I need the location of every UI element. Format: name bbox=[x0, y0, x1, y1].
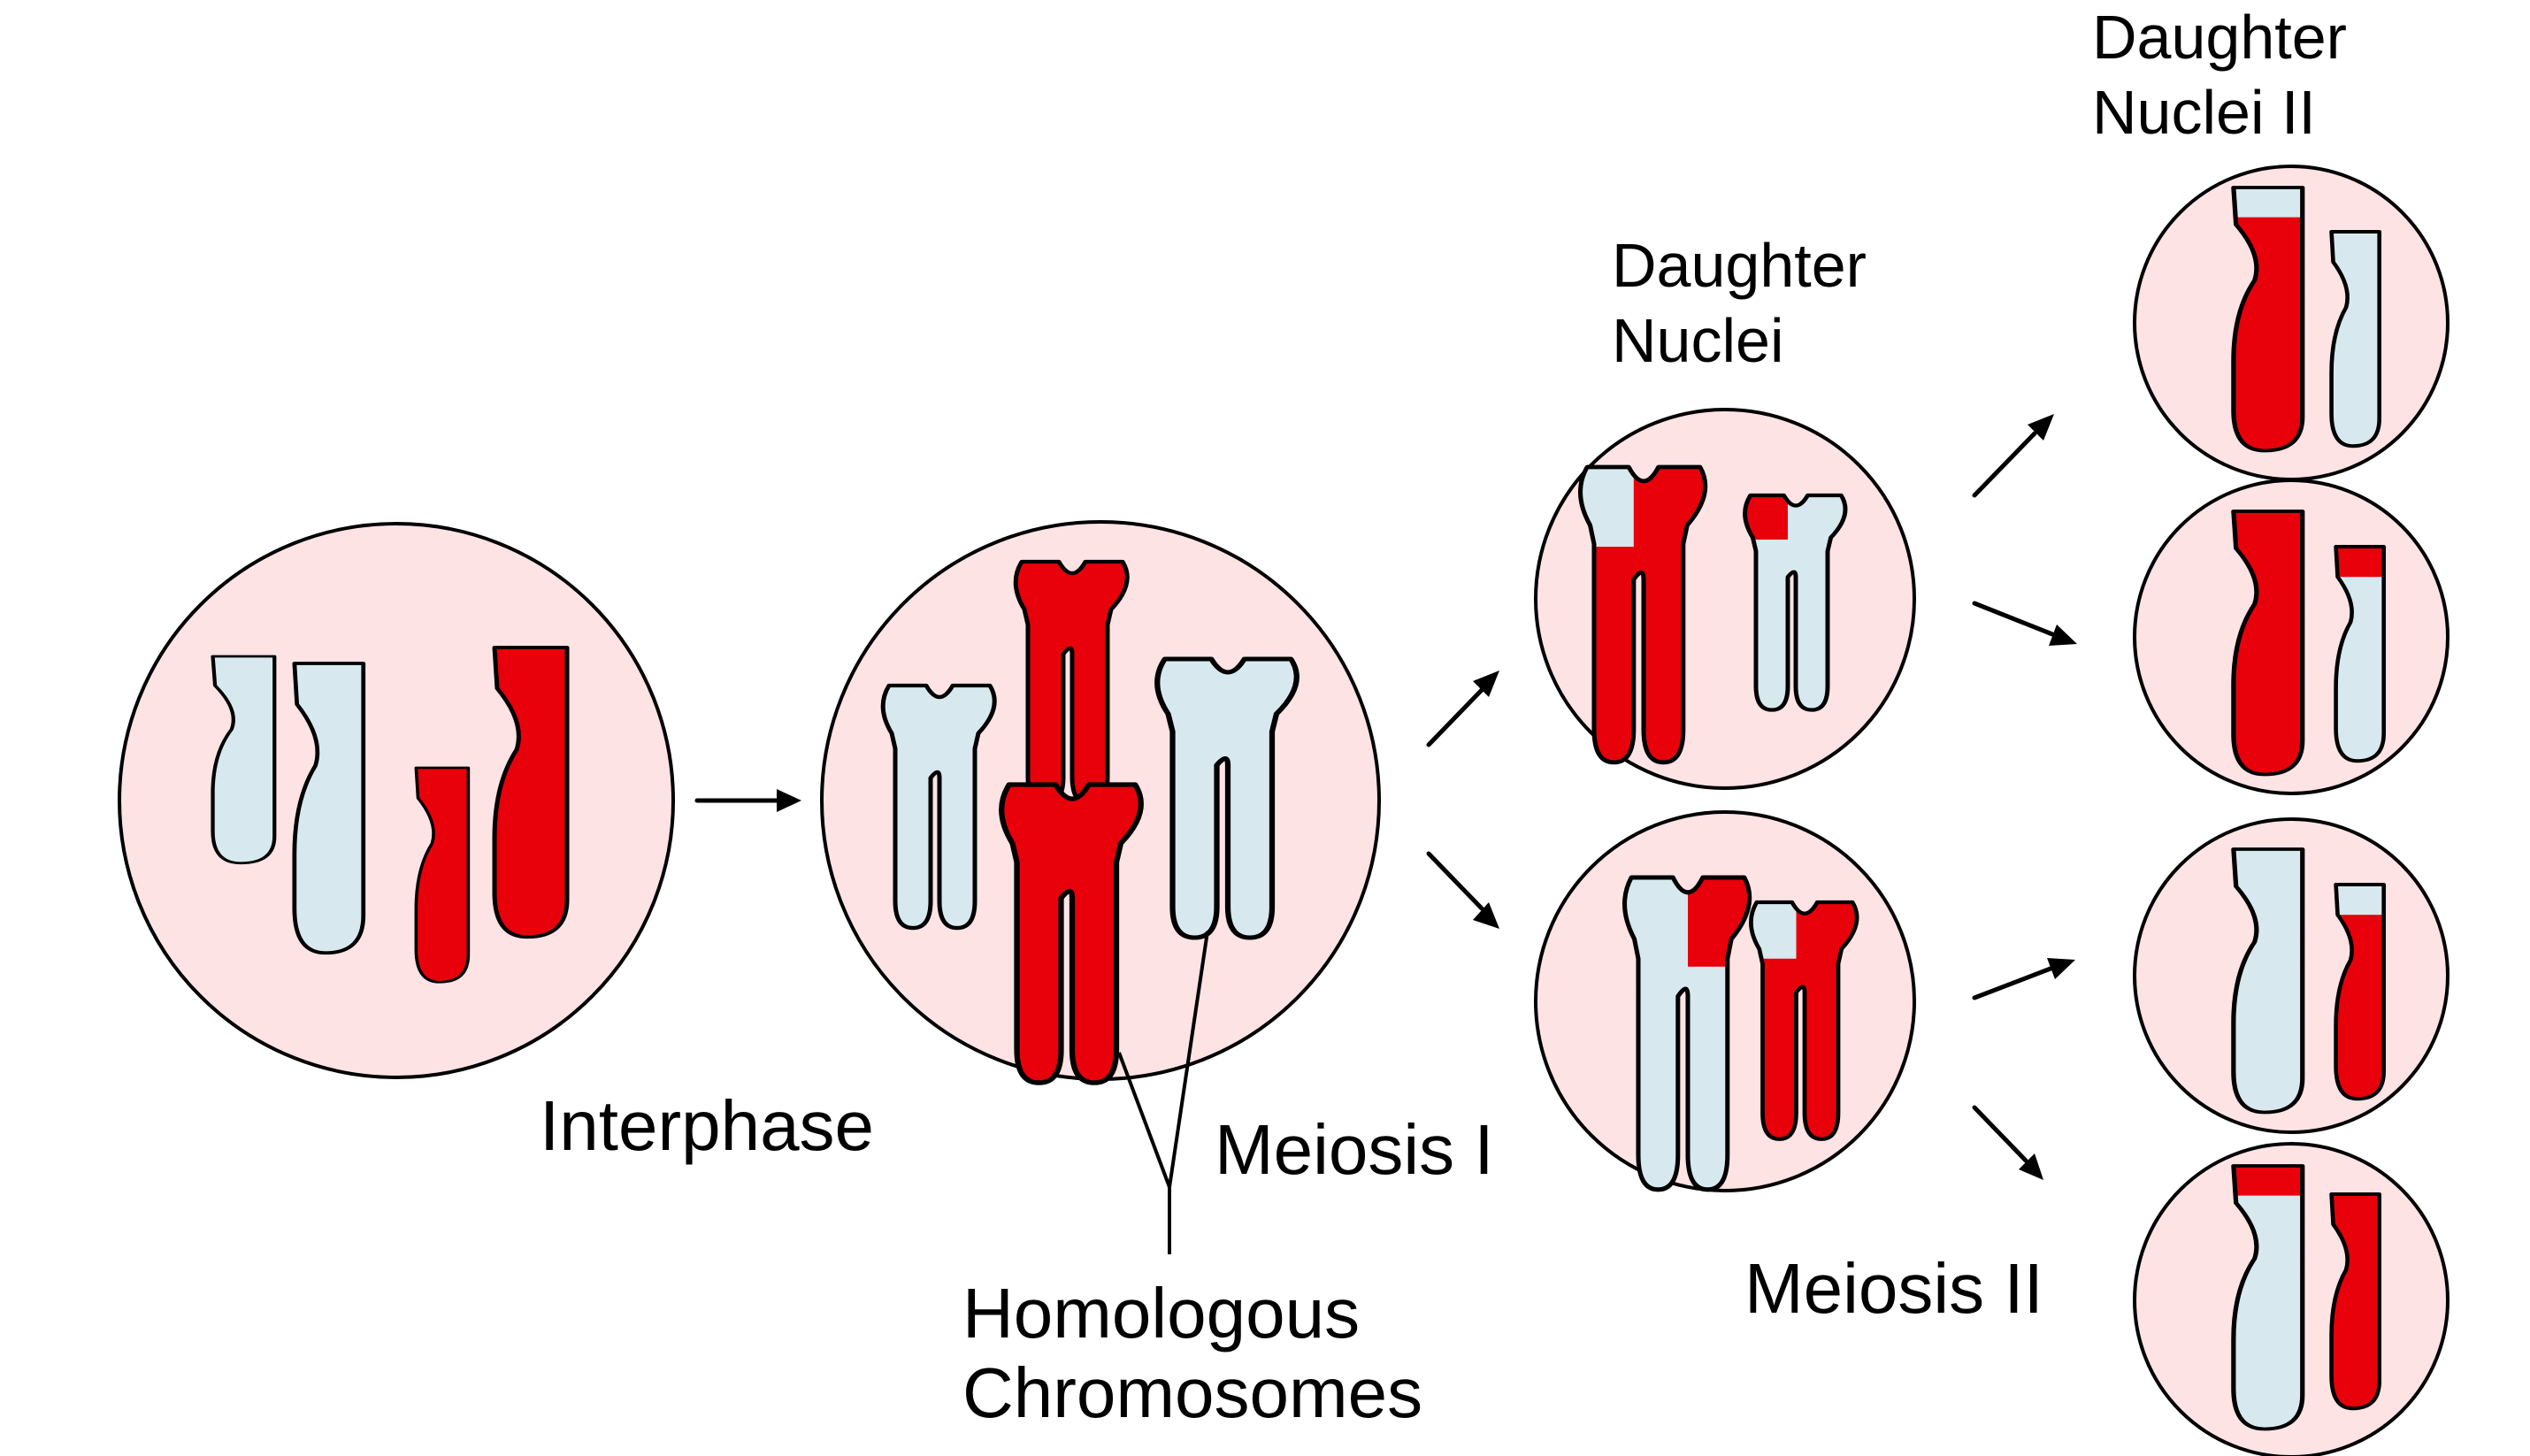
x-chromosome-blue-red-cap bbox=[1732, 492, 1845, 709]
interphase-cell bbox=[118, 522, 675, 1079]
label-meiosis-2: Meiosis II bbox=[1744, 1249, 2043, 1328]
chromatid-blue-1 bbox=[2332, 232, 2380, 446]
chromatid-red-blue-tip-1 bbox=[2223, 185, 2316, 451]
daughter-2-chromosomes bbox=[2223, 185, 2393, 1429]
arrow-top-to-cell-1 bbox=[1972, 414, 2054, 498]
arrows bbox=[694, 414, 2077, 1180]
arrow-top-to-cell-2 bbox=[1972, 601, 2077, 646]
arrow-bottom-to-cell-4 bbox=[1972, 1105, 2043, 1180]
arrow-bottom-to-cell-3 bbox=[1972, 958, 2075, 1000]
chromatid-red-1 bbox=[414, 766, 471, 985]
label-meiosis-1: Meiosis I bbox=[1215, 1110, 1494, 1189]
chromatid-red-blue-tip-3 bbox=[2328, 882, 2393, 1099]
chromatid-blue-red-tip-2 bbox=[2328, 544, 2393, 761]
chromatid-blue-2 bbox=[295, 663, 364, 953]
chromatid-red-4 bbox=[2332, 1194, 2380, 1408]
chromatid-red-2 bbox=[494, 648, 567, 937]
label-interphase: Interphase bbox=[540, 1086, 875, 1165]
chromatid-blue-1 bbox=[213, 656, 275, 863]
homologous-pointer-lines bbox=[1117, 931, 1209, 1254]
chromatid-blue-red-tip-4 bbox=[2223, 1163, 2316, 1429]
arrow-meiosis-1-to-top bbox=[1426, 671, 1499, 747]
x-chromosome-red-blue-cap-2 bbox=[1737, 899, 1857, 1139]
chromatid-blue-3 bbox=[2234, 849, 2303, 1113]
arrow-interphase-to-meiosis-1 bbox=[694, 789, 801, 812]
label-homologous-chromosomes: Homologous Chromosomes bbox=[962, 1274, 1423, 1432]
chromatid-red-2 bbox=[2234, 511, 2303, 775]
label-daughter-nuclei: Daughter Nuclei bbox=[1612, 231, 1867, 376]
arrow-meiosis-1-to-bottom bbox=[1426, 851, 1499, 929]
label-daughter-nuclei-2: Daughter Nuclei II bbox=[2092, 3, 2347, 148]
